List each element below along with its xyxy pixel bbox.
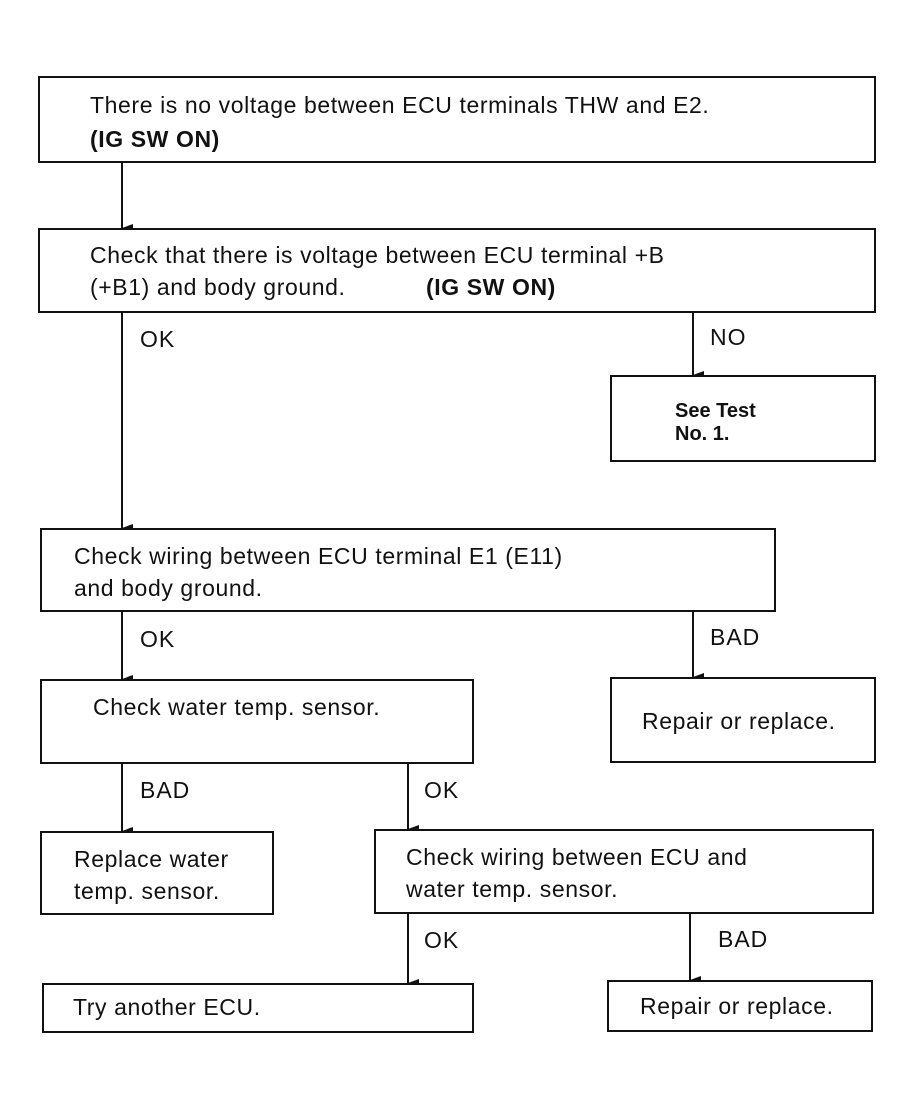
label-ok-step2: OK (140, 326, 176, 352)
step5-box: Check wiring between ECU and water temp.… (374, 829, 874, 914)
step2-line2b: (IG SW ON) (426, 274, 556, 300)
try-ecu-text: Try another ECU. (73, 994, 261, 1020)
see-test-line1: See Test (675, 400, 756, 422)
label-ok-step3: OK (140, 626, 176, 652)
step4-text: Check water temp. sensor. (93, 694, 381, 720)
step1-line1: There is no voltage between ECU terminal… (90, 92, 710, 118)
label-bad-step5: BAD (718, 926, 769, 952)
label-bad-step3: BAD (710, 624, 761, 650)
step5-line2: water temp. sensor. (406, 876, 619, 902)
step1-line2: (IG SW ON) (90, 126, 220, 152)
replace-sensor-box: Replace water temp. sensor. (40, 831, 274, 915)
repair2-text: Repair or replace. (640, 993, 834, 1019)
try-ecu-box: Try another ECU. (42, 983, 474, 1033)
step3-line1: Check wiring between ECU terminal E1 (E1… (74, 543, 563, 569)
label-no-step2: NO (710, 324, 747, 350)
step2-line1: Check that there is voltage between ECU … (90, 242, 665, 268)
step2-box: Check that there is voltage between ECU … (38, 228, 876, 313)
see-test-line2: No. 1. (675, 423, 730, 445)
repair2-box: Repair or replace. (607, 980, 873, 1032)
step3-line2: and body ground. (74, 575, 263, 601)
repair1-box: Repair or replace. (610, 677, 876, 763)
replace-sensor-line1: Replace water (74, 846, 229, 872)
label-ok-step5: OK (424, 927, 460, 953)
label-bad-step4: BAD (140, 777, 191, 803)
see-test-box: See Test No. 1. (610, 375, 876, 462)
repair1-text: Repair or replace. (642, 708, 836, 734)
step1-box: There is no voltage between ECU terminal… (38, 76, 876, 163)
label-ok-step4: OK (424, 777, 460, 803)
step3-box: Check wiring between ECU terminal E1 (E1… (40, 528, 776, 612)
step4-box: Check water temp. sensor. (40, 679, 474, 764)
replace-sensor-line2: temp. sensor. (74, 878, 220, 904)
step2-line2a: (+B1) and body ground. (90, 274, 346, 300)
step5-line1: Check wiring between ECU and (406, 844, 748, 870)
